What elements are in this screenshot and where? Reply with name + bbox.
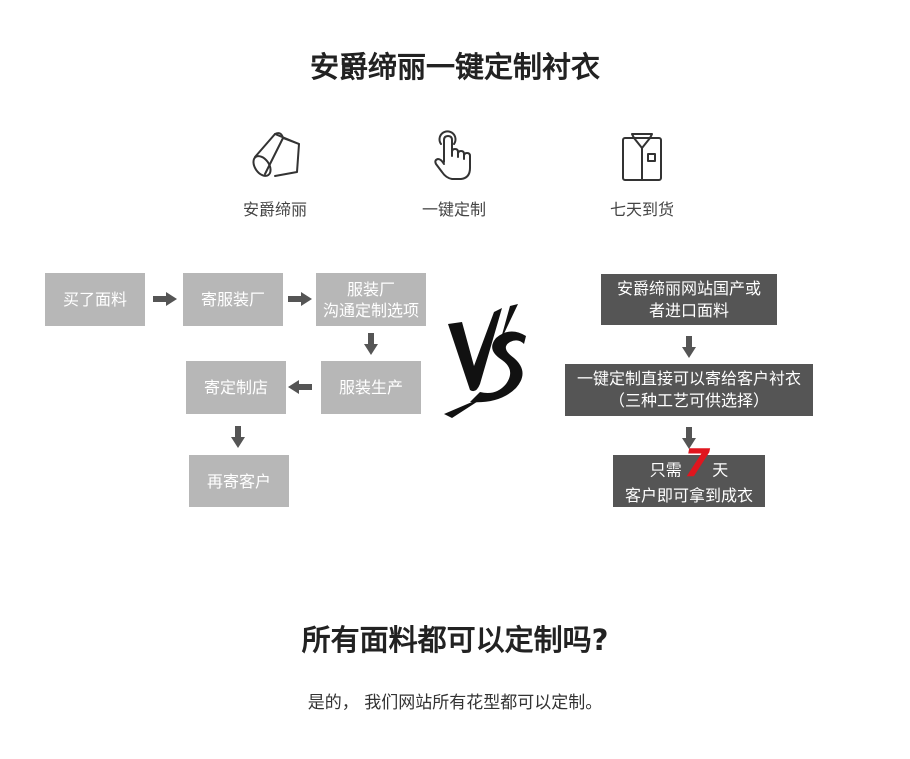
feature-label: 七天到货 bbox=[609, 200, 674, 219]
delivery-prefix: 只需 bbox=[649, 460, 682, 480]
box-text-line: 者进口面料 bbox=[648, 300, 729, 320]
box-text-line: 客户即可拿到成衣 bbox=[624, 486, 753, 505]
flow-step-send-factory: 寄服装厂 bbox=[183, 273, 283, 326]
box-text-line: 沟通定制选项 bbox=[322, 300, 419, 320]
flow-step-buy-fabric: 买了面料 bbox=[45, 273, 145, 326]
arrow-right-icon bbox=[153, 292, 177, 306]
page-title: 安爵缔丽一键定制衬衣 bbox=[309, 50, 600, 84]
box-text-line: 安爵缔丽网站国产或 bbox=[616, 278, 761, 298]
flow-step-send-customer: 再寄客户 bbox=[189, 455, 289, 507]
arrow-left-icon bbox=[288, 380, 312, 394]
arrow-down-icon bbox=[682, 427, 696, 449]
vs-mark: VS bbox=[440, 302, 532, 420]
feature-item-customize: 一键定制 bbox=[384, 128, 524, 220]
vs-label: VS bbox=[532, 302, 533, 303]
our-step-customize: 一键定制直接可以寄给客户衬衣 （三种工艺可供选择） bbox=[565, 364, 813, 416]
our-step-fabric: 安爵缔丽网站国产或 者进口面料 bbox=[601, 274, 777, 325]
flow-step-production: 服装生产 bbox=[321, 361, 421, 414]
feature-label: 一键定制 bbox=[421, 200, 486, 219]
faq-question: 所有面料都可以定制吗? bbox=[301, 623, 609, 657]
arrow-down-icon bbox=[682, 336, 696, 358]
delivery-suffix: 天 bbox=[712, 460, 729, 480]
flow-step-factory-options: 服装厂 沟通定制选项 bbox=[316, 273, 426, 326]
arrow-down-icon bbox=[364, 333, 378, 355]
box-text-line: 一键定制直接可以寄给客户衬衣 bbox=[576, 369, 801, 388]
shirt-icon bbox=[622, 133, 662, 181]
box-text-line: 服装厂 bbox=[346, 279, 395, 299]
flow-step-send-store: 寄定制店 bbox=[186, 361, 286, 414]
feature-item-brand: 安爵缔丽 bbox=[205, 128, 345, 220]
fabric-roll-icon bbox=[252, 132, 300, 177]
box-text-line: （三种工艺可供选择） bbox=[608, 391, 769, 410]
arrow-down-icon bbox=[231, 426, 245, 448]
feature-label: 安爵缔丽 bbox=[242, 200, 307, 219]
delivery-days-number: 7 bbox=[683, 441, 711, 485]
feature-item-delivery: 七天到货 bbox=[572, 128, 712, 220]
tap-finger-icon bbox=[434, 130, 471, 180]
faq-answer: 是的， 我们网站所有花型都可以定制。 bbox=[307, 693, 603, 713]
vs-brush-icon bbox=[444, 304, 526, 418]
arrow-right-icon bbox=[288, 292, 312, 306]
